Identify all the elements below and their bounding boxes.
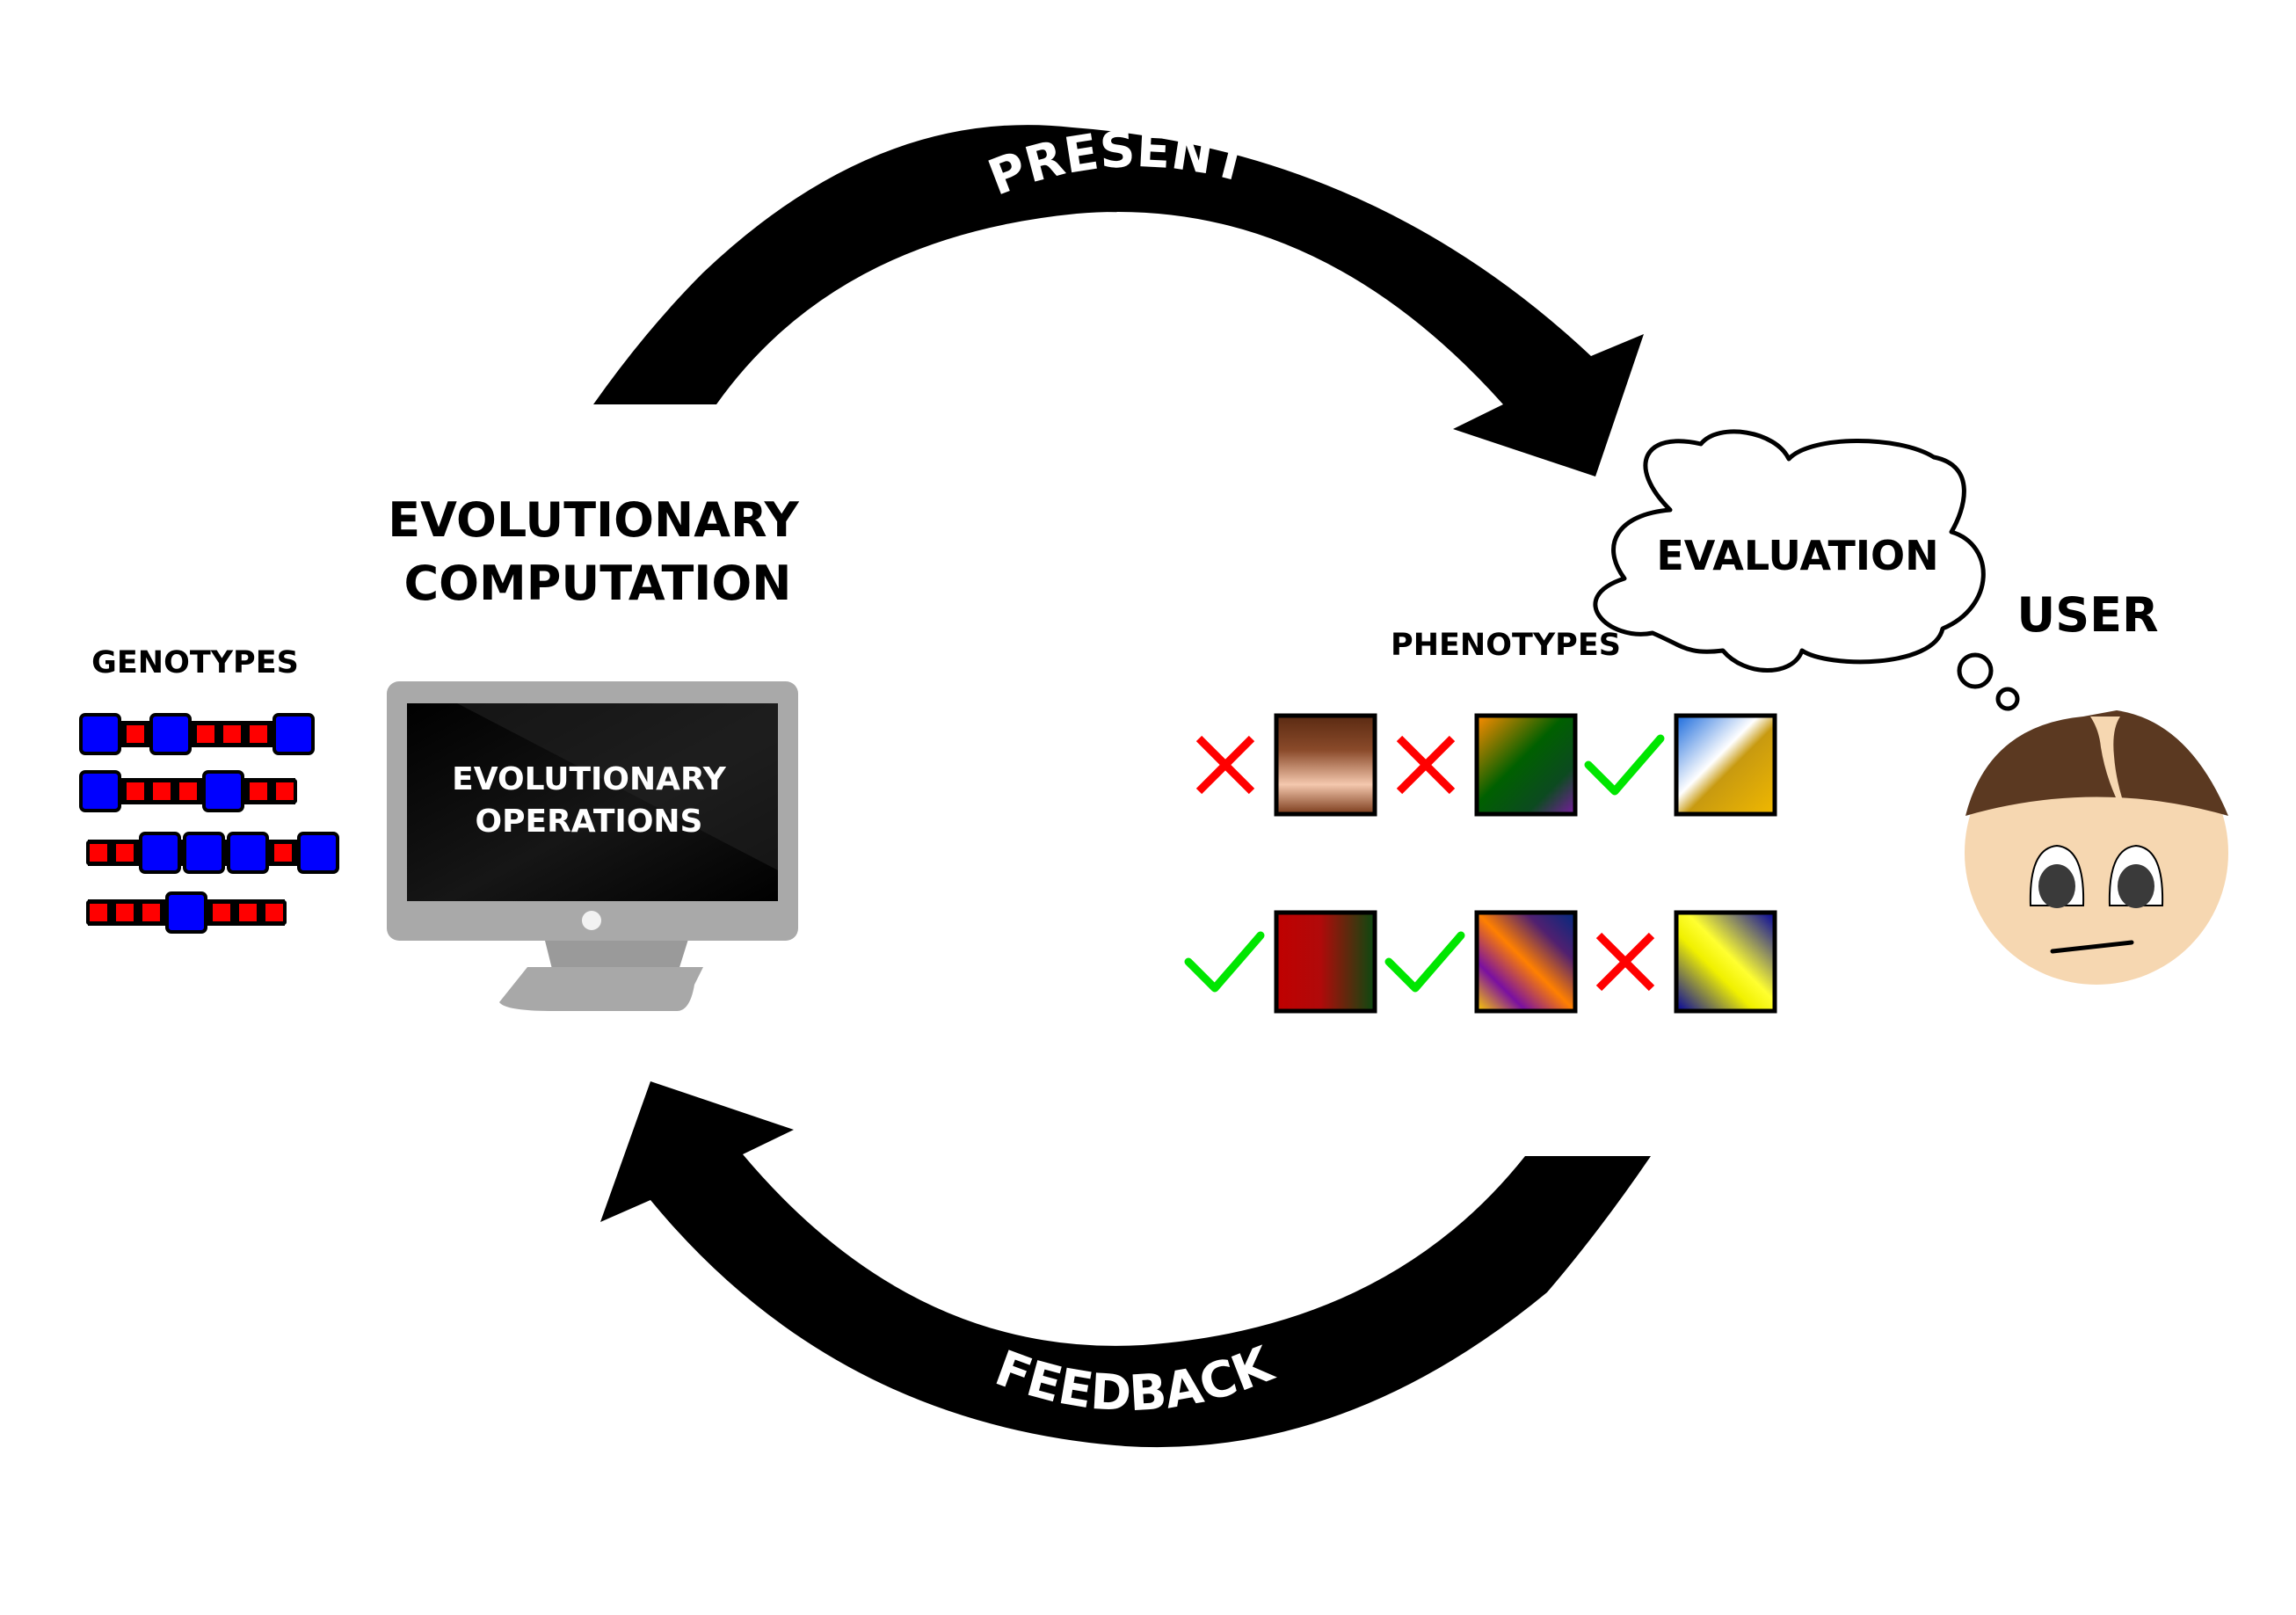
hair — [1965, 710, 2228, 816]
gene-block-large — [183, 832, 225, 874]
gene-block-small — [220, 722, 244, 746]
gene-block-large — [79, 770, 121, 812]
gene-block-small — [209, 900, 234, 925]
genotypes-label: GENOTYPES — [91, 645, 299, 680]
gene-block-large — [202, 770, 244, 812]
gene-block-small — [272, 779, 297, 804]
phenotype-image — [1274, 713, 1377, 817]
gene-block-small — [246, 722, 271, 746]
thought-bubble-large — [1957, 652, 1994, 689]
power-button-icon — [582, 911, 601, 930]
check-icon — [1384, 931, 1465, 993]
screen-text-line2: OPERATIONS — [476, 804, 703, 840]
genotype-row — [79, 770, 297, 812]
phenotypes-label: PHENOTYPES — [1391, 628, 1621, 663]
genotype-chromosomes — [79, 713, 339, 934]
gene-block-small — [193, 722, 218, 746]
gene-block-large — [165, 891, 207, 934]
monitor-stand — [499, 967, 703, 1011]
gene-block-small — [246, 779, 271, 804]
phenotype-grid — [1184, 713, 1777, 1014]
phenotype-item — [1396, 713, 1578, 817]
phenotype-image — [1474, 713, 1578, 817]
monitor-neck — [543, 934, 690, 976]
cross-icon — [1595, 932, 1655, 992]
phenotype-item — [1195, 713, 1377, 817]
computation-title-line1: EVOLUTIONARY — [388, 492, 799, 548]
genotype-row — [86, 891, 287, 934]
evaluation-label: EVALUATION — [1656, 532, 1938, 579]
gene-block-small — [271, 840, 295, 865]
computation-title-line2: COMPUTATION — [404, 556, 792, 611]
gene-block-small — [236, 900, 260, 925]
check-icon — [1184, 931, 1265, 993]
screen-text-line1: EVOLUTIONARY — [452, 761, 727, 797]
computer-monitor: EVOLUTIONARY OPERATIONS — [387, 681, 798, 1011]
phenotype-item — [1584, 713, 1777, 817]
present-arrow: PRESENT — [593, 121, 1644, 476]
user-face — [1965, 710, 2228, 985]
user-label: USER — [2016, 587, 2158, 643]
gene-block-small — [176, 779, 200, 804]
gene-block-small — [86, 840, 111, 865]
phenotype-item — [1384, 910, 1578, 1014]
phenotype-item — [1595, 910, 1777, 1014]
thought-bubble-small — [1995, 687, 2020, 711]
gene-block-large — [149, 713, 192, 755]
gene-block-large — [272, 713, 315, 755]
phenotype-item — [1184, 910, 1377, 1014]
phenotype-image — [1474, 910, 1578, 1014]
genotype-row — [79, 713, 315, 755]
genotype-row — [86, 832, 339, 874]
gene-block-large — [79, 713, 121, 755]
phenotype-image — [1674, 713, 1777, 817]
cross-icon — [1195, 735, 1255, 795]
phenotype-image — [1674, 910, 1777, 1014]
gene-block-small — [123, 722, 148, 746]
cross-icon — [1396, 735, 1456, 795]
mouth — [2050, 940, 2134, 954]
gene-block-small — [123, 779, 148, 804]
gene-block-large — [227, 832, 269, 874]
gene-block-large — [139, 832, 181, 874]
gene-block-small — [113, 900, 137, 925]
gene-block-small — [149, 779, 174, 804]
gene-block-small — [139, 900, 163, 925]
gene-block-large — [297, 832, 339, 874]
check-icon — [1584, 734, 1665, 796]
feedback-arrow: FEEDBACK — [600, 1081, 1651, 1448]
gene-block-small — [262, 900, 287, 925]
phenotype-image — [1274, 910, 1377, 1014]
gene-block-small — [113, 840, 137, 865]
gene-block-small — [86, 900, 111, 925]
thought-cloud: EVALUATION — [1593, 429, 2020, 711]
